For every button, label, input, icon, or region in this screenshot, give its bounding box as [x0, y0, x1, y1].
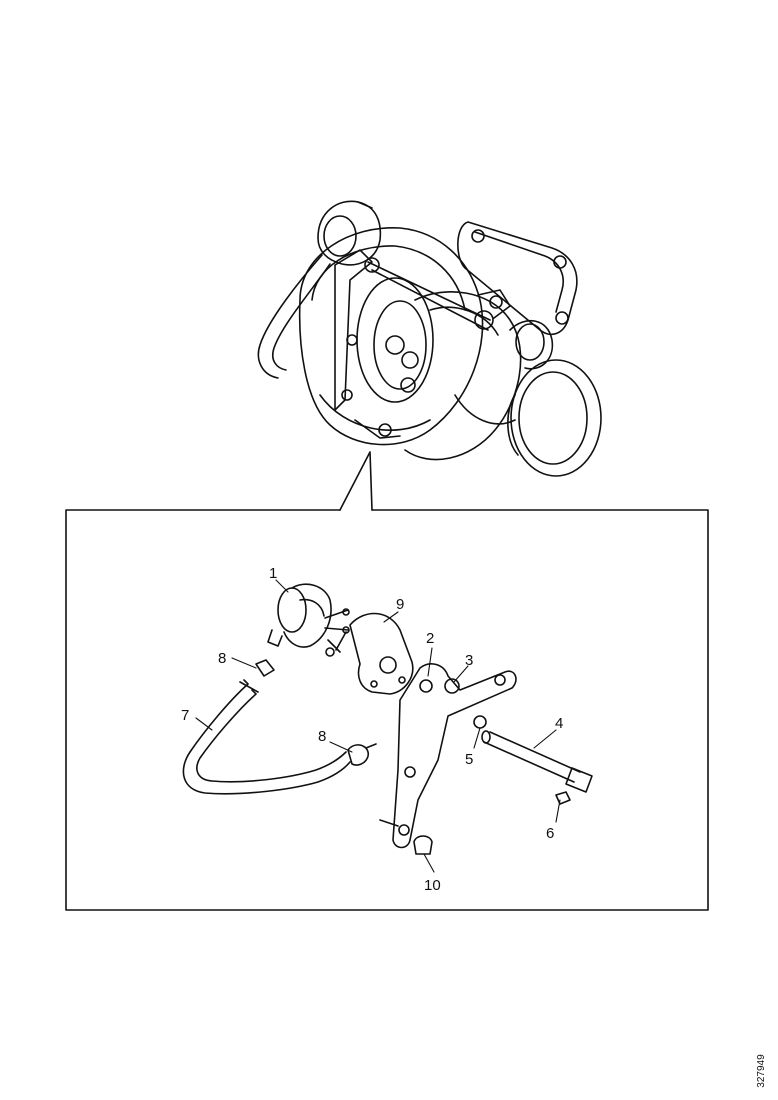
hose-7: [182, 679, 351, 795]
clamp-8-lower: [347, 743, 377, 766]
nut-10: [413, 835, 433, 855]
callout-8-upper: 8: [218, 650, 226, 667]
callout-labels: 1 2 3 4 5 6 7 8 8 9 10: [181, 565, 563, 894]
clamp-8-upper: [255, 659, 275, 677]
detail-pointer: [339, 451, 373, 511]
callout-6: 6: [546, 825, 554, 842]
bolt-4: [481, 730, 593, 793]
callout-2: 2: [426, 630, 434, 647]
mounting-flange: [335, 612, 414, 695]
callout-5: 5: [465, 751, 473, 768]
turbocharger-illustration: [257, 200, 602, 477]
callout-1: 1: [269, 565, 277, 582]
wastegate-actuator: [267, 583, 350, 657]
document-id: 327949: [756, 1054, 767, 1088]
callout-3: 3: [465, 652, 473, 669]
callout-7: 7: [181, 707, 189, 724]
detail-frame: [65, 509, 709, 911]
callout-4: 4: [555, 715, 563, 732]
callout-9: 9: [396, 596, 404, 613]
document-id-container: 327949: [752, 1048, 772, 1094]
nut-6: [555, 791, 571, 805]
washer-3: [444, 678, 460, 694]
bracket: [379, 663, 517, 849]
callout-10: 10: [424, 877, 441, 894]
washer-5: [473, 715, 487, 729]
leader-lines: [195, 579, 561, 873]
callout-8-lower: 8: [318, 728, 326, 745]
